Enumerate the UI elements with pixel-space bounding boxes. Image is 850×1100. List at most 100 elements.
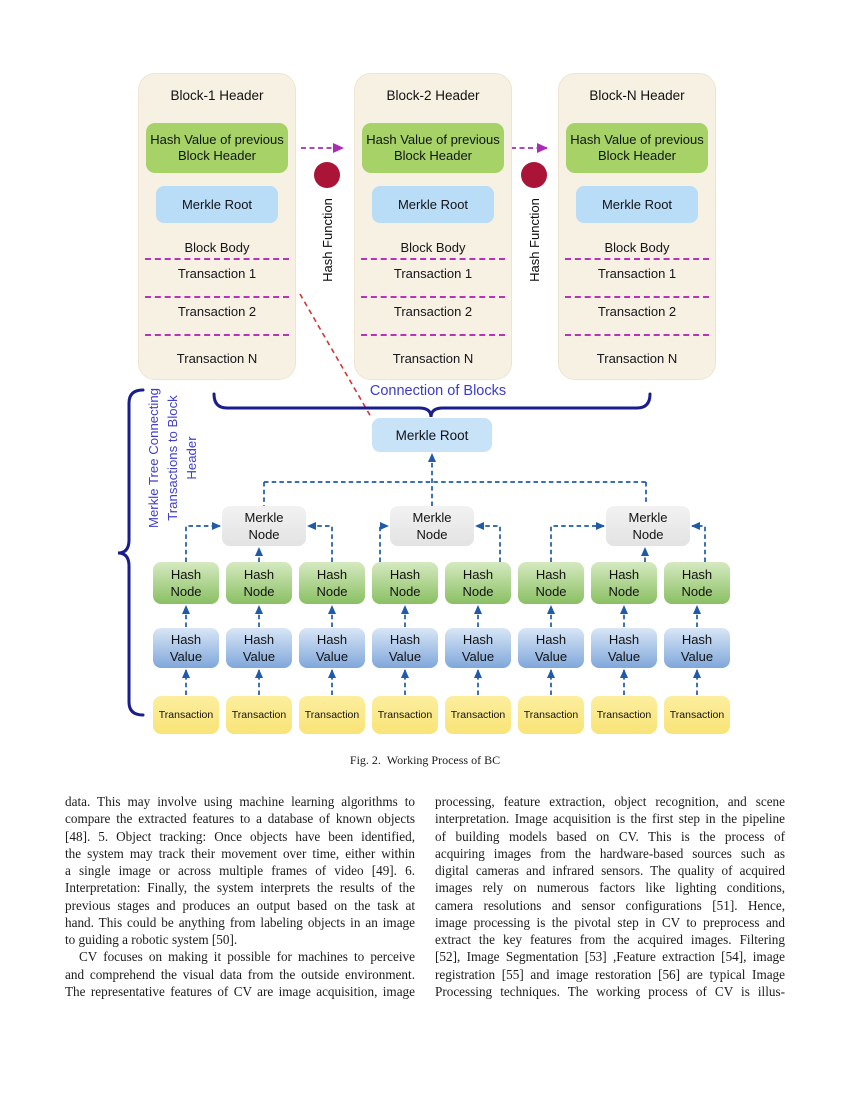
text-line: compare the extracted features to a data… — [65, 811, 415, 827]
block-body-label: Block Body — [184, 240, 250, 255]
paragraph: data. This may involve using machine lea… — [65, 793, 415, 948]
text-line: to guiding a robotic system [50]. — [65, 932, 238, 947]
transaction-node: Transaction — [664, 696, 730, 734]
transaction-node: Transaction — [226, 696, 292, 734]
hash-function-label: Hash Function — [320, 198, 335, 282]
text-line: [52], Image Segmentation [53] ,Feature e… — [435, 949, 785, 965]
text-line: interpretation. Image acquisition is the… — [435, 811, 785, 827]
hash-value-of-previous-block-header-box: Hash Value of previous Block Header — [146, 123, 288, 173]
dashed-separator — [145, 258, 289, 260]
dashed-separator — [565, 296, 709, 298]
text-line: and comprehend the visual data from the … — [65, 966, 415, 982]
text-line: images rely on numerous factors like lig… — [435, 880, 785, 896]
merkle-node: Merkle Node — [606, 506, 690, 546]
merkle-root-node: Merkle Root — [372, 418, 492, 452]
hash-value-node: Hash Value — [153, 628, 219, 668]
dashed-separator — [565, 334, 709, 336]
block: Block-1 Header Hash Value of previous Bl… — [138, 73, 296, 380]
dashed-separator — [361, 296, 505, 298]
block-title: Block-2 Header — [386, 88, 480, 103]
block-title: Block-1 Header — [170, 88, 264, 103]
connection-of-blocks-label: Connection of Blocks — [369, 383, 507, 399]
merkle-root-box: Merkle Root — [156, 186, 278, 223]
transaction-n-label: Transaction N — [596, 351, 678, 366]
text-line: hand. This could be anything from labeli… — [65, 914, 415, 930]
text-line: extract the key features from the acquir… — [435, 932, 785, 947]
hash-value-node: Hash Value — [518, 628, 584, 668]
text-line: image processing is the pivotal step in … — [435, 914, 785, 930]
hash-node: Hash Node — [591, 562, 657, 604]
hash-node: Hash Node — [299, 562, 365, 604]
text-line: The representative features of CV are im… — [65, 983, 415, 999]
block-body-label: Block Body — [400, 240, 466, 255]
transaction-node: Transaction — [299, 696, 365, 734]
transaction-2-label: Transaction 2 — [177, 304, 257, 319]
dashed-separator — [145, 334, 289, 336]
merkle-root-box: Merkle Root — [576, 186, 698, 223]
hash-value-of-previous-block-header-box: Hash Value of previous Block Header — [362, 123, 504, 173]
transaction-1-label: Transaction 1 — [393, 266, 473, 281]
paragraph: CV focuses on making it possible for mac… — [65, 948, 415, 1000]
block-body-label: Block Body — [604, 240, 670, 255]
block: Block-2 Header Hash Value of previous Bl… — [354, 73, 512, 380]
article-left-column: data. This may involve using machine lea… — [65, 793, 415, 1000]
hash-value-node: Hash Value — [226, 628, 292, 668]
transaction-node: Transaction — [153, 696, 219, 734]
transaction-node: Transaction — [518, 696, 584, 734]
hash-node: Hash Node — [518, 562, 584, 604]
merkle-node: Merkle Node — [222, 506, 306, 546]
hash-value-node: Hash Value — [299, 628, 365, 668]
text-line: camera resolutions and sensor configurat… — [435, 897, 785, 913]
text-line: processing, feature extraction, object r… — [435, 794, 785, 809]
block: Block-N Header Hash Value of previous Bl… — [558, 73, 716, 380]
hash-function: Hash Function — [521, 162, 547, 282]
transaction-2-label: Transaction 2 — [393, 304, 473, 319]
hash-value-node: Hash Value — [664, 628, 730, 668]
text-line: previous stages and produces an output b… — [65, 897, 415, 913]
transaction-node: Transaction — [591, 696, 657, 734]
text-line: registration [55] and image restoration … — [435, 966, 785, 982]
hash-node: Hash Node — [664, 562, 730, 604]
dashed-separator — [565, 258, 709, 260]
paragraph: processing, feature extraction, object r… — [435, 793, 785, 1000]
merkle-root-box: Merkle Root — [372, 186, 494, 223]
text-line: Interpretation: Finally, the system inte… — [65, 880, 415, 896]
article-right-column: processing, feature extraction, object r… — [435, 793, 785, 1000]
text-line: Processing techniques. The working proce… — [435, 983, 785, 999]
text-line: acquiring images from the hardware-based… — [435, 845, 785, 861]
text-line: digital cameras and infrared sensors. Th… — [435, 863, 785, 878]
transaction-1-label: Transaction 1 — [177, 266, 257, 281]
text-line: data. This may involve using machine lea… — [65, 794, 415, 809]
text-line: of building models based on CV. This is … — [435, 828, 785, 844]
transaction-1-label: Transaction 1 — [597, 266, 677, 281]
hash-function: Hash Function — [314, 162, 340, 282]
hash-node: Hash Node — [445, 562, 511, 604]
transaction-node: Transaction — [372, 696, 438, 734]
block-title: Block-N Header — [589, 88, 685, 103]
hash-function-icon — [521, 162, 547, 188]
transaction-n-label: Transaction N — [176, 351, 258, 366]
transaction-node: Transaction — [445, 696, 511, 734]
hash-value-node: Hash Value — [445, 628, 511, 668]
hash-value-of-previous-block-header-box: Hash Value of previous Block Header — [566, 123, 708, 173]
hash-value-node: Hash Value — [591, 628, 657, 668]
transaction-n-label: Transaction N — [392, 351, 474, 366]
text-line: the system may track their movement over… — [65, 845, 415, 861]
text-line: a single image or across multiple frames… — [65, 863, 415, 878]
text-line: [48]. 5. Object tracking: Once objects h… — [65, 828, 415, 844]
hash-value-node: Hash Value — [372, 628, 438, 668]
hash-node: Hash Node — [153, 562, 219, 604]
dashed-separator — [361, 334, 505, 336]
dashed-separator — [361, 258, 505, 260]
hash-function-icon — [314, 162, 340, 188]
figure-caption: Fig. 2. Working Process of BC — [349, 753, 501, 767]
transaction-2-label: Transaction 2 — [597, 304, 677, 319]
dashed-separator — [145, 296, 289, 298]
hash-function-label: Hash Function — [527, 198, 542, 282]
text-line: CV focuses on making it possible for mac… — [79, 949, 415, 965]
